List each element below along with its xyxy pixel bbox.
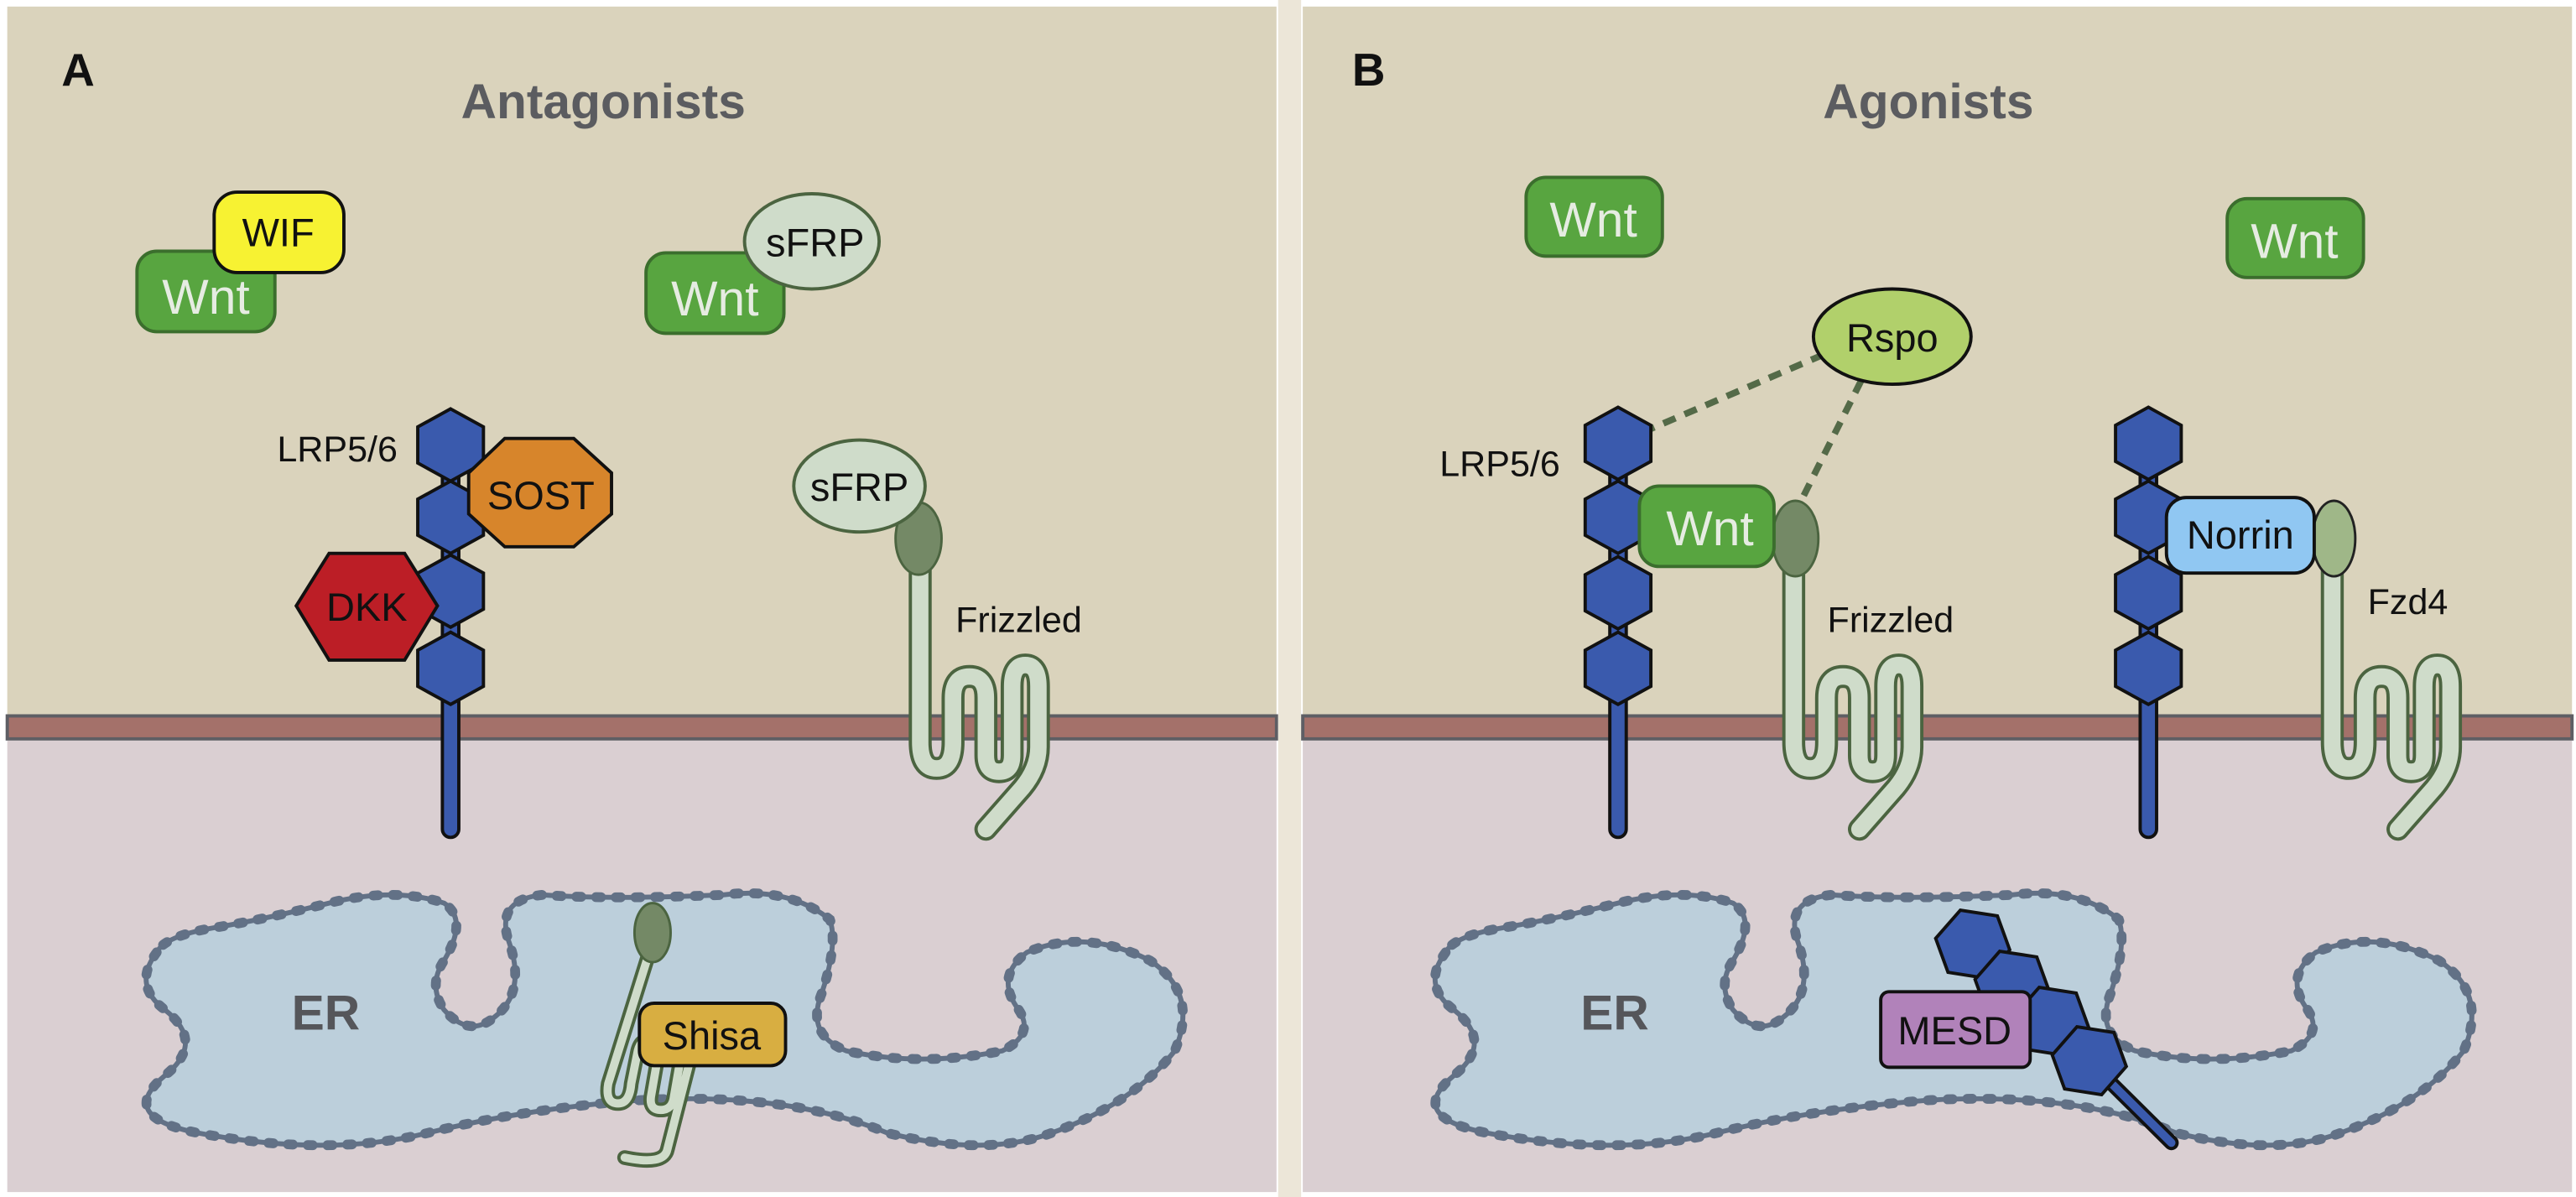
dkk-protein: DKK (294, 551, 440, 662)
rspo-label: Rspo (1846, 315, 1939, 360)
wnt-label: Wnt (1549, 193, 1637, 247)
wnt-wif-complex: Wnt WIF (135, 190, 346, 334)
frizzled-label: Frizzled (955, 601, 1082, 641)
rspo-lrp-link (1646, 351, 1825, 434)
lrp5-6-label: LRP5/6 (277, 429, 398, 470)
norrin-label: Norrin (2187, 513, 2294, 557)
free-wnt-1: Wnt (1524, 175, 1664, 258)
mesd-protein (1879, 990, 2032, 1069)
wnt-label: Wnt (2251, 214, 2338, 268)
plasma-membrane-a (5, 714, 1278, 741)
panel-title-antagonists: Antagonists (461, 75, 746, 129)
lrp5-6-receptor-a: LRP5/6 (277, 407, 486, 840)
panel-letter-a: A (61, 44, 95, 96)
sfrp-label: sFRP (766, 220, 864, 264)
mesd-label: MESD (1897, 1008, 2011, 1053)
plasma-membrane-b (1301, 714, 2574, 741)
misfolded-lrp-in-er (1928, 897, 2179, 1151)
frizzled-label: Frizzled (1828, 601, 1954, 641)
wif-protein (212, 190, 346, 274)
lrp5-6-label: LRP5/6 (1439, 445, 1560, 485)
er-label: ER (292, 986, 361, 1040)
shisa-label: Shisa (663, 1013, 762, 1058)
free-wnt-2: Wnt (2225, 196, 2365, 279)
wif-label: WIF (242, 211, 315, 255)
sfrp-protein (742, 192, 882, 291)
norrin-protein: Norrin (2164, 496, 2316, 575)
lrp5-6-receptor-b: LRP5/6 (1439, 405, 1653, 840)
rspo-protein: Rspo (1646, 287, 1973, 507)
endoplasmic-reticulum-a: ER Shisa (141, 888, 1189, 1168)
panel-divider (1278, 0, 1302, 1197)
panel-a: A Antagonists Wnt WIF Wnt sFRP LRP5/6 (5, 6, 1278, 1193)
wnt-label: Wnt (671, 272, 758, 326)
sfrp-protein (792, 438, 927, 534)
wnt-label: Wnt (1666, 502, 1753, 556)
sost-label: SOST (487, 473, 595, 518)
panel-title-agonists: Agonists (1823, 75, 2033, 129)
panel-letter-b: B (1352, 44, 1386, 96)
fzd4-label: Fzd4 (2368, 582, 2449, 622)
sfrp-label: sFRP (810, 465, 908, 509)
shisa-bound-frizzled-crd (632, 902, 672, 964)
frizzled-receptor-b: Frizzled (1771, 499, 1954, 841)
panel-b: B Agonists Wnt Wnt Rspo LRP5/6 (1301, 6, 2574, 1193)
wnt-label: Wnt (162, 270, 249, 325)
frizzled-receptor-a: sFRP Frizzled (792, 438, 1082, 841)
er-label: ER (1580, 986, 1649, 1040)
wnt-protein (644, 251, 786, 336)
extracellular-space-a (7, 6, 1277, 730)
rspo-frizzled-link (1795, 379, 1865, 507)
frizzled-crd (1771, 499, 1820, 578)
shisa-protein (637, 1002, 788, 1068)
dkk-label: DKK (326, 585, 408, 629)
wnt-sfrp-complex: Wnt sFRP (644, 192, 882, 336)
fzd4-crd (2311, 499, 2357, 578)
lrp5-6-receptor-c (2114, 405, 2183, 840)
bound-wnt: Wnt (1637, 484, 1776, 569)
endoplasmic-reticulum-b: ER MESD (1430, 888, 2477, 1151)
sost-protein: SOST (466, 436, 613, 549)
